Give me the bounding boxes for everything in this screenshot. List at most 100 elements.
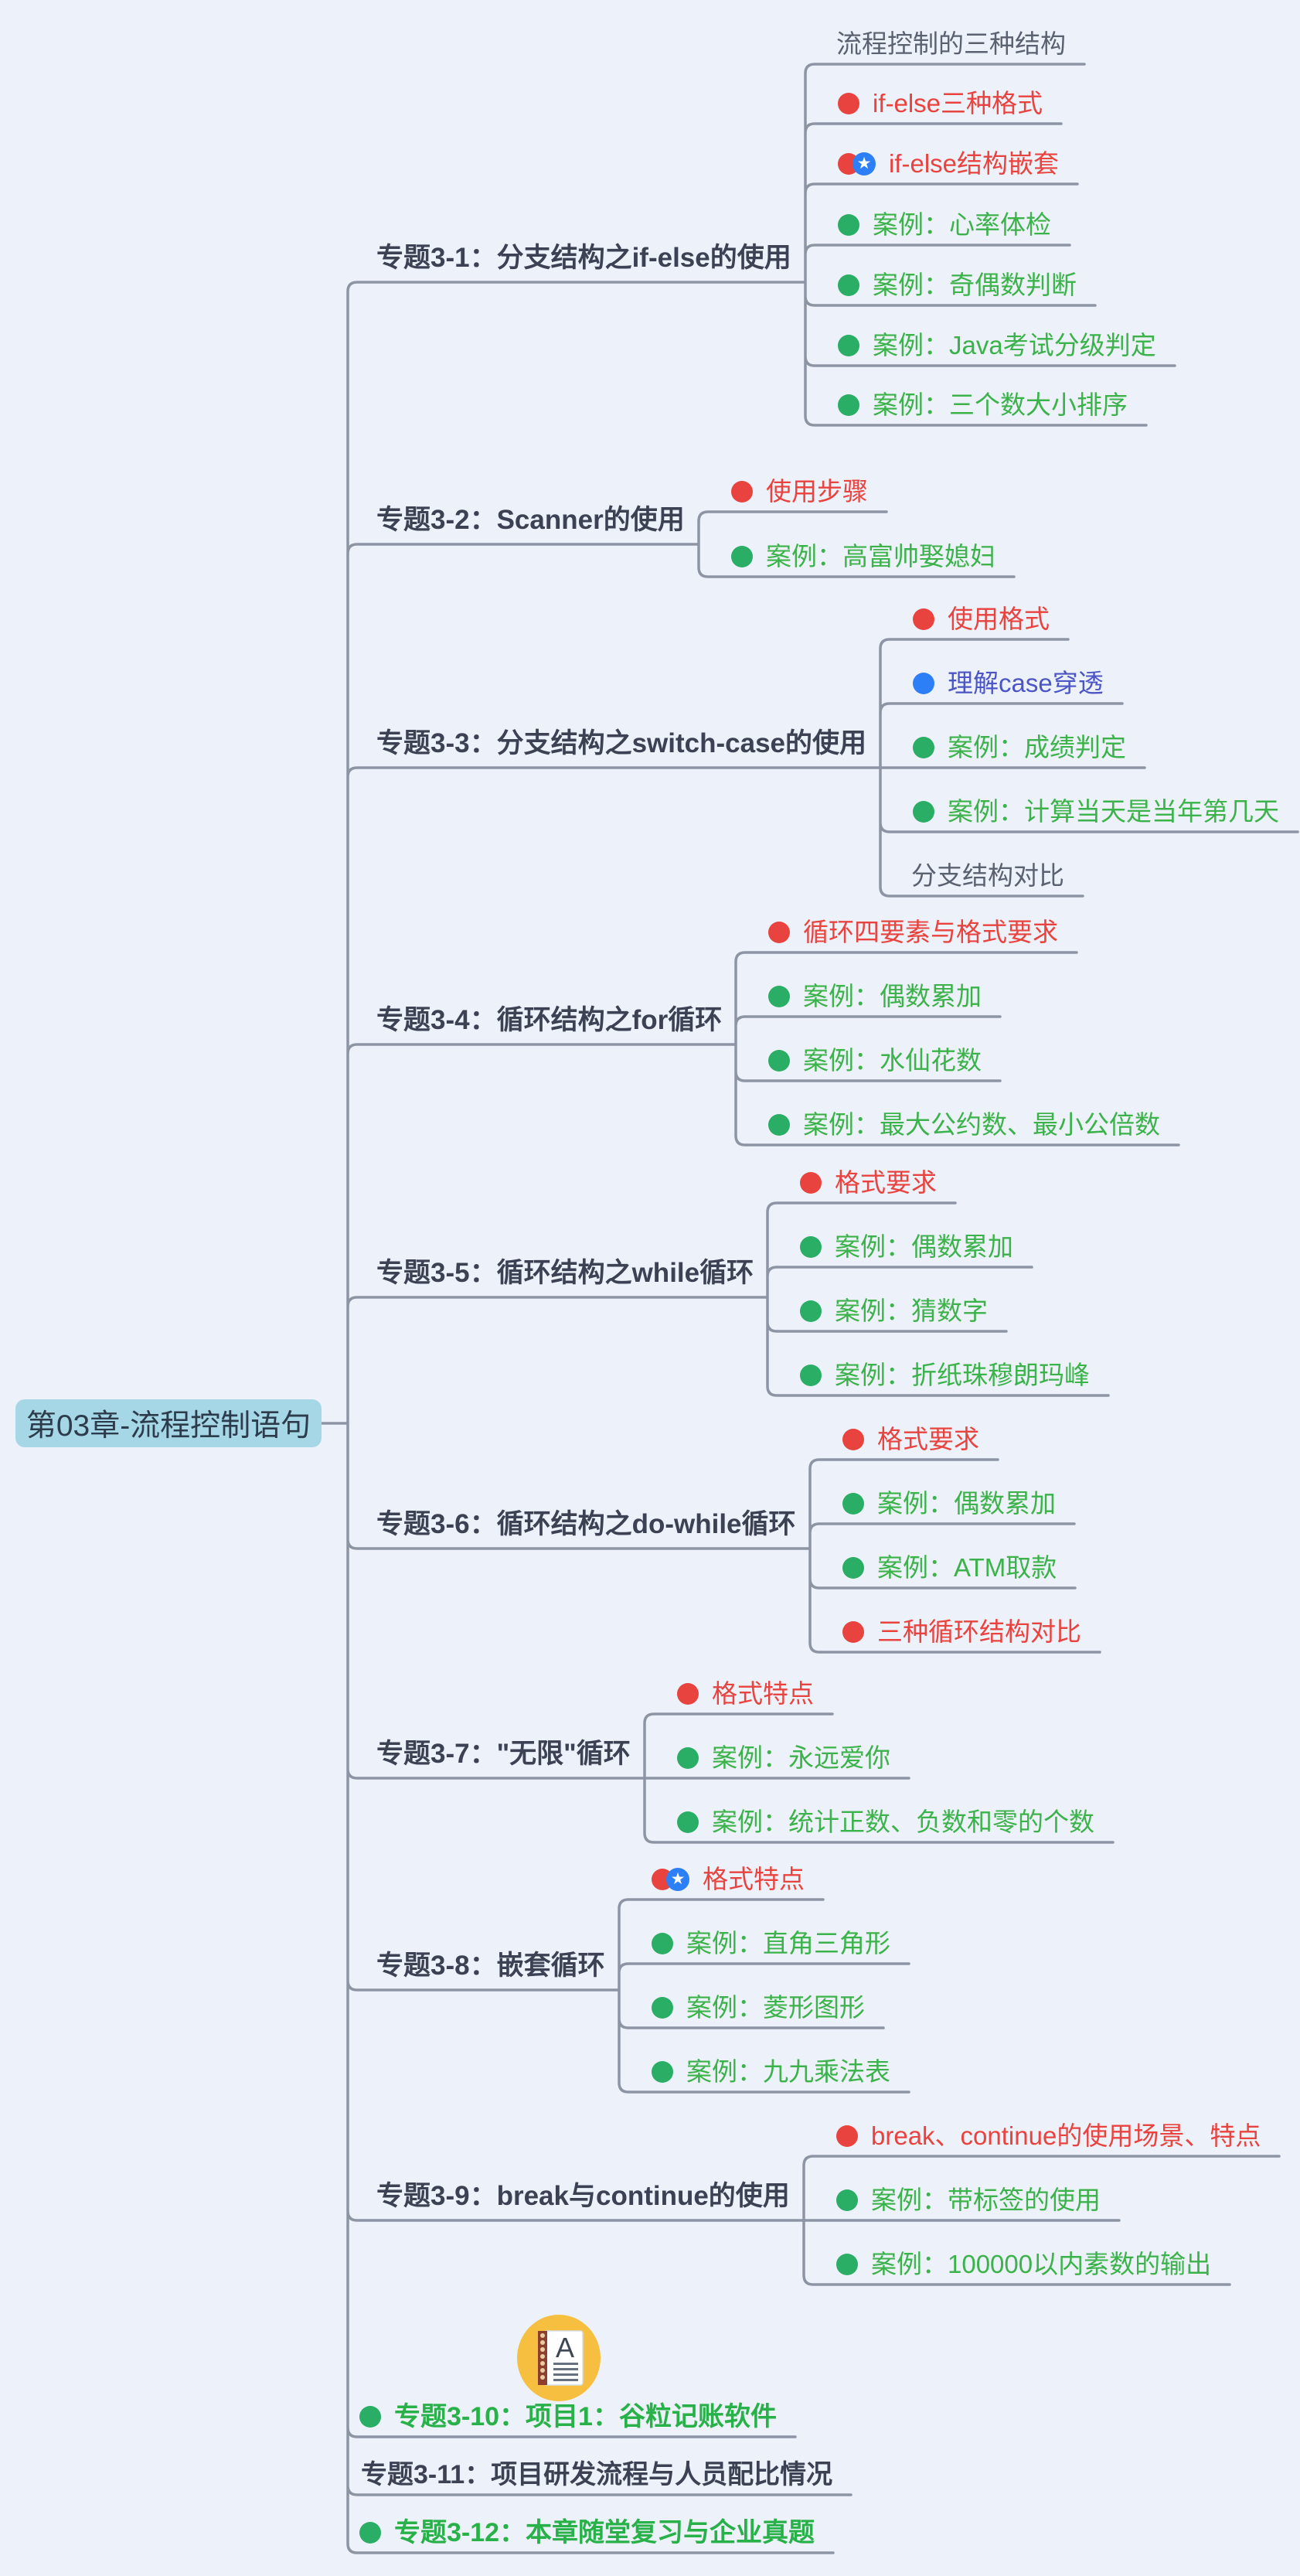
node-label: 案例：偶数累加 bbox=[803, 982, 982, 1010]
root-node[interactable]: 第03章-流程控制语句 bbox=[15, 1399, 322, 1447]
node-label: 案例：水仙花数 bbox=[803, 1046, 982, 1075]
node-row[interactable]: 案例：直角三角形 bbox=[652, 1923, 890, 1964]
green-dot-icon[interactable] bbox=[677, 1811, 699, 1833]
green-dot-icon[interactable] bbox=[677, 1747, 699, 1769]
node-row[interactable]: break、continue的使用场景、特点 bbox=[836, 2116, 1261, 2156]
branch-node-label[interactable]: 专题3-4：循环结构之for循环 bbox=[376, 1005, 723, 1035]
branch-node-label[interactable]: 专题3-5：循环结构之while循环 bbox=[376, 1258, 754, 1288]
branch-node-label[interactable]: 专题3-3：分支结构之switch-case的使用 bbox=[376, 728, 867, 758]
branch-node-label[interactable]: 专题3-8：嵌套循环 bbox=[376, 1951, 605, 1981]
node-row[interactable]: 专题3-11：项目研发流程与人员配比情况 bbox=[361, 2455, 832, 2495]
node-row[interactable]: 格式要求 bbox=[842, 1419, 979, 1460]
green-dot-icon[interactable] bbox=[836, 2189, 858, 2211]
green-dot-icon[interactable] bbox=[800, 1365, 822, 1386]
node-row[interactable]: 案例：最大公约数、最小公倍数 bbox=[768, 1105, 1160, 1145]
green-dot-icon[interactable] bbox=[652, 1997, 673, 2019]
node-row[interactable]: 格式要求 bbox=[800, 1163, 937, 1203]
node-row[interactable]: 案例：永远爱你 bbox=[677, 1738, 890, 1778]
node-row[interactable]: 案例：九九乘法表 bbox=[652, 2052, 890, 2092]
node-row[interactable]: 案例：猜数字 bbox=[800, 1291, 988, 1331]
branch-node-label[interactable]: 专题3-9：break与continue的使用 bbox=[376, 2181, 790, 2211]
node-row[interactable]: 专题3-10：项目1：谷粒记账软件 bbox=[359, 2397, 777, 2437]
star-badge-icon[interactable]: ★ bbox=[852, 152, 876, 175]
green-dot-icon[interactable] bbox=[800, 1300, 822, 1322]
red-dot-icon[interactable] bbox=[677, 1683, 699, 1705]
node-row[interactable]: 使用步骤 bbox=[731, 472, 868, 512]
green-dot-icon[interactable] bbox=[652, 2061, 673, 2083]
node-row[interactable]: 案例：ATM取款 bbox=[842, 1548, 1057, 1588]
green-dot-icon[interactable] bbox=[768, 1050, 790, 1072]
branch-node-label[interactable]: 专题3-6：循环结构之do-while循环 bbox=[376, 1509, 796, 1539]
node-row[interactable]: 案例：心率体检 bbox=[838, 205, 1051, 245]
node-label: 专题3-10：项目1：谷粒记账软件 bbox=[394, 2402, 777, 2431]
node-row[interactable]: 案例：100000以内素数的输出 bbox=[836, 2244, 1211, 2285]
node-row[interactable]: 案例：成绩判定 bbox=[913, 727, 1126, 768]
node-row[interactable]: ★格式特点 bbox=[652, 1859, 805, 1900]
node-row[interactable]: 案例：带标签的使用 bbox=[836, 2180, 1101, 2220]
red-dot-icon[interactable] bbox=[800, 1172, 822, 1194]
green-dot-icon[interactable] bbox=[359, 2406, 381, 2428]
node-row[interactable]: 案例：偶数累加 bbox=[842, 1484, 1056, 1524]
green-dot-icon[interactable] bbox=[842, 1493, 864, 1515]
node-label: 案例：三个数大小排序 bbox=[873, 390, 1128, 419]
branch-node-label[interactable]: 专题3-7："无限"循环 bbox=[376, 1739, 631, 1769]
notebook-sticker-icon[interactable]: A bbox=[516, 2314, 601, 2402]
green-dot-icon[interactable] bbox=[838, 214, 859, 236]
green-dot-icon[interactable] bbox=[800, 1236, 822, 1258]
red-dot-icon[interactable] bbox=[838, 93, 859, 114]
red-dot-icon[interactable] bbox=[842, 1621, 864, 1643]
node-row[interactable]: 案例：奇偶数判断 bbox=[838, 265, 1077, 305]
green-dot-icon[interactable] bbox=[913, 801, 934, 823]
node-row[interactable]: 专题3-12：本章随堂复习与企业真题 bbox=[359, 2513, 815, 2553]
red-dot-icon[interactable] bbox=[913, 608, 934, 630]
blue-dot-icon[interactable] bbox=[913, 673, 934, 694]
node-row[interactable]: 案例：统计正数、负数和零的个数 bbox=[677, 1802, 1094, 1842]
red-dot-icon[interactable] bbox=[731, 481, 753, 503]
green-dot-icon[interactable] bbox=[768, 1114, 790, 1136]
star-badge-icon[interactable]: ★ bbox=[666, 1868, 689, 1891]
node-label: 案例：计算当天是当年第几天 bbox=[948, 797, 1279, 826]
node-row[interactable]: 案例：菱形图形 bbox=[652, 1988, 865, 2028]
red-dot-icon[interactable] bbox=[836, 2125, 858, 2147]
node-row[interactable]: 格式特点 bbox=[677, 1674, 814, 1714]
green-dot-icon[interactable] bbox=[842, 1557, 864, 1579]
node-row[interactable]: 案例：三个数大小排序 bbox=[838, 385, 1128, 425]
node-row[interactable]: 案例：偶数累加 bbox=[768, 976, 982, 1017]
node-label: 专题3-12：本章随堂复习与企业真题 bbox=[394, 2518, 815, 2547]
green-dot-icon[interactable] bbox=[838, 274, 859, 296]
node-row[interactable]: 案例：计算当天是当年第几天 bbox=[913, 792, 1279, 832]
node-row[interactable]: 案例：高富帅娶媳妇 bbox=[731, 537, 995, 577]
green-dot-icon[interactable] bbox=[838, 335, 859, 356]
node-label: 案例：高富帅娶媳妇 bbox=[766, 542, 995, 571]
node-row[interactable]: 案例：偶数累加 bbox=[800, 1227, 1013, 1267]
green-dot-icon[interactable] bbox=[836, 2254, 858, 2275]
node-row[interactable]: ★ if-else结构嵌套 bbox=[838, 144, 1059, 184]
node-row[interactable]: 循环四要素与格式要求 bbox=[768, 912, 1058, 952]
node-row[interactable]: 案例：Java考试分级判定 bbox=[838, 325, 1156, 366]
node-row[interactable]: 分支结构对比 bbox=[911, 856, 1064, 896]
node-row[interactable]: 案例：水仙花数 bbox=[768, 1041, 982, 1081]
green-dot-icon[interactable] bbox=[652, 1933, 673, 1954]
node-label: 使用格式 bbox=[948, 605, 1050, 633]
node-row[interactable]: 案例：折纸珠穆朗玛峰 bbox=[800, 1355, 1090, 1395]
green-dot-icon[interactable] bbox=[768, 986, 790, 1007]
node-row[interactable]: if-else三种格式 bbox=[838, 83, 1043, 124]
green-dot-icon[interactable] bbox=[838, 394, 859, 416]
node-label: 案例：菱形图形 bbox=[686, 1993, 865, 2022]
node-label: if-else结构嵌套 bbox=[889, 149, 1060, 178]
branch-node-label[interactable]: 专题3-1：分支结构之if-else的使用 bbox=[376, 243, 791, 273]
node-row[interactable]: 使用格式 bbox=[913, 599, 1050, 639]
green-dot-icon[interactable] bbox=[731, 546, 753, 567]
sticker-letter: A bbox=[556, 2332, 574, 2363]
node-label: 使用步骤 bbox=[766, 477, 868, 506]
red-dot-icon[interactable] bbox=[842, 1429, 864, 1450]
red-dot-icon[interactable] bbox=[768, 922, 790, 943]
branch-node-label[interactable]: 专题3-2：Scanner的使用 bbox=[376, 505, 685, 535]
node-row[interactable]: 流程控制的三种结构 bbox=[836, 24, 1066, 64]
node-label: 流程控制的三种结构 bbox=[836, 29, 1066, 58]
node-label: 案例：100000以内素数的输出 bbox=[871, 2250, 1212, 2278]
node-row[interactable]: 理解case穿透 bbox=[913, 663, 1104, 704]
green-dot-icon[interactable] bbox=[913, 737, 934, 758]
green-dot-icon[interactable] bbox=[359, 2522, 381, 2544]
node-row[interactable]: 三种循环结构对比 bbox=[842, 1612, 1081, 1652]
